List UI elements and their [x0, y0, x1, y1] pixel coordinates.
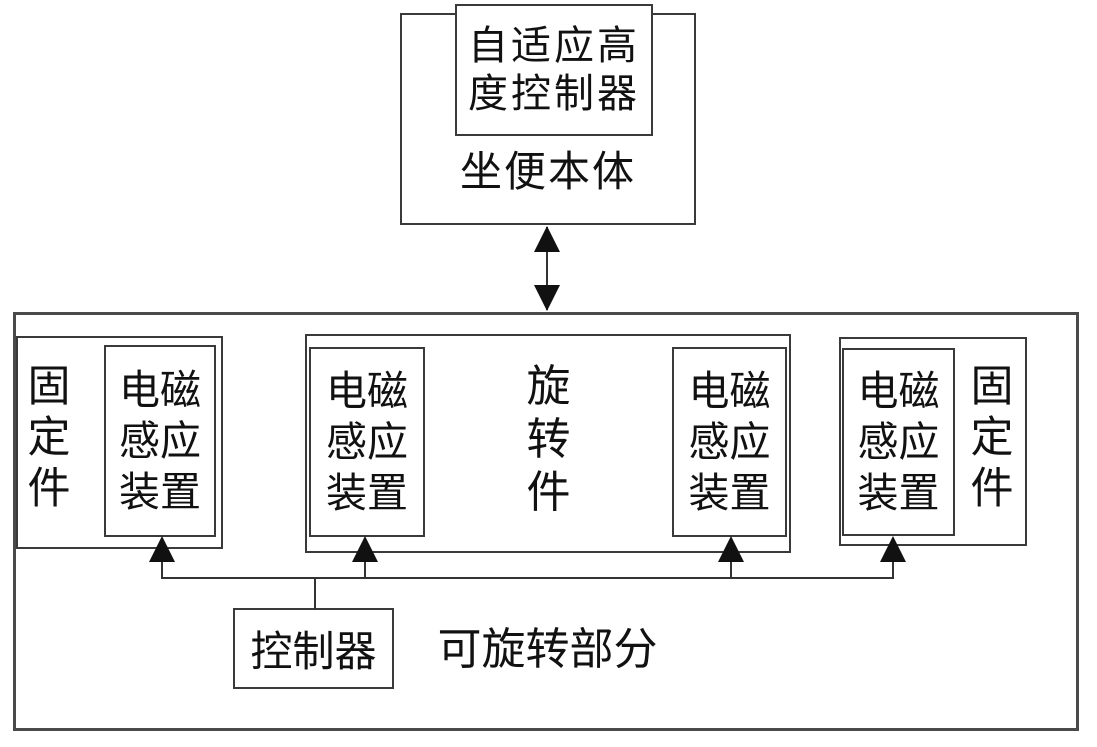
adaptive-height-controller-label: 自适应高 度控制器 — [468, 23, 640, 116]
emi-device-2-box: 电磁 感应 装置 — [309, 347, 425, 537]
arrow-up-icon — [534, 226, 560, 252]
controller-label: 控制器 — [250, 630, 377, 676]
arrow-up-icon — [149, 536, 175, 562]
arrow-down-icon — [534, 285, 560, 311]
emi-device-1-box: 电磁 感应 装置 — [104, 345, 216, 537]
emi-device-3-box: 电磁 感应 装置 — [672, 347, 787, 537]
fixed-part-right-label: 固 定 件 — [970, 363, 1014, 513]
emi-1-riser-line — [161, 560, 163, 579]
emi-4-riser-line — [892, 560, 894, 579]
emi-3-riser-line — [730, 560, 732, 579]
toilet-body-label: 坐便本体 — [459, 149, 636, 196]
emi-device-2-label: 电磁 感应 装置 — [326, 367, 408, 516]
rotatable-part-label: 可旋转部分 — [437, 625, 658, 674]
adaptive-height-controller-box: 自适应高 度控制器 — [455, 4, 653, 136]
emi-device-3-label: 电磁 感应 装置 — [688, 367, 771, 516]
arrow-up-icon — [352, 536, 378, 562]
rotating-part-label: 旋 转 件 — [526, 362, 571, 517]
height-link-line — [546, 227, 548, 310]
emi-device-1-label: 电磁 感应 装置 — [119, 366, 201, 515]
emi-2-riser-line — [364, 560, 366, 579]
controller-box: 控制器 — [233, 608, 394, 689]
fixed-part-left-label: 固 定 件 — [27, 363, 71, 513]
controller-bus-line — [161, 577, 893, 579]
emi-device-4-label: 电磁 感应 装置 — [857, 367, 940, 516]
arrow-up-icon — [718, 536, 744, 562]
controller-drop-line — [314, 577, 316, 610]
arrow-up-icon — [880, 536, 906, 562]
emi-device-4-box: 电磁 感应 装置 — [842, 348, 955, 536]
